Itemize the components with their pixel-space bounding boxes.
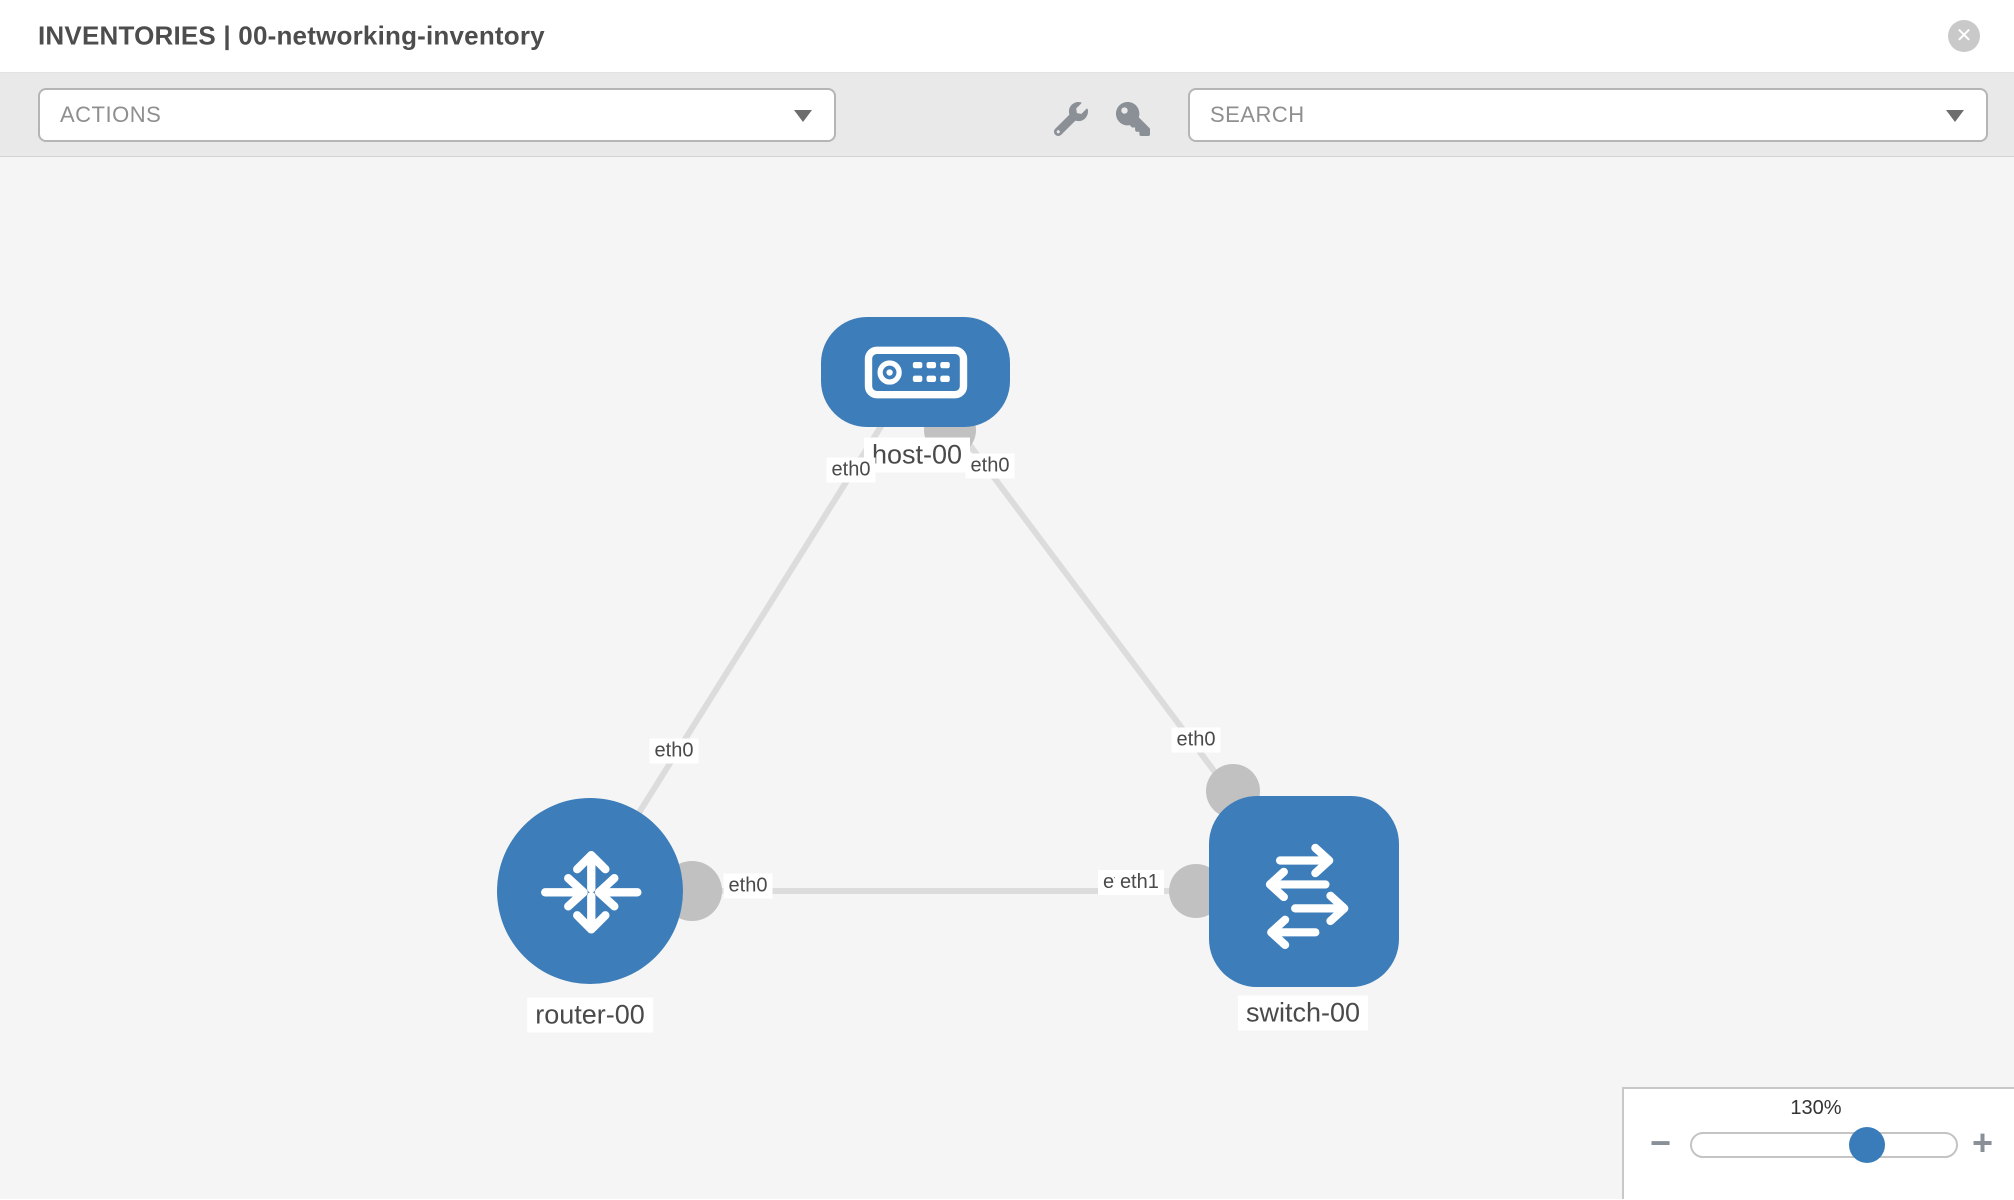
zoom-out-button[interactable]: − [1650, 1122, 1672, 1163]
toolbar: ACTIONS SEARCH [0, 72, 2014, 157]
interface-label: eth0 [826, 457, 876, 483]
links-layer [587, 370, 1307, 921]
actions-dropdown-label: ACTIONS [60, 102, 162, 127]
header-bar: INVENTORIES | 00-networking-inventory ✕ [0, 0, 2014, 72]
zoom-in-button[interactable]: + [1972, 1122, 1994, 1163]
node-label-switch: switch-00 [1237, 995, 1369, 1031]
topology-canvas[interactable]: host-00 router-00 switch-00 eth0 eth0 et… [0, 157, 2014, 1199]
zoom-widget: 130% − + [1622, 1087, 2014, 1199]
wrench-icon[interactable] [1052, 100, 1090, 138]
interface-label-pair: eth0 eth1 [1098, 870, 1164, 895]
node-switch-00[interactable] [1209, 796, 1399, 987]
interface-label: eth0 [1171, 727, 1221, 753]
router-icon [541, 851, 642, 934]
close-button[interactable]: ✕ [1948, 20, 1980, 52]
node-host-00[interactable] [821, 317, 1010, 427]
key-icon[interactable] [1114, 100, 1152, 138]
interface-label: eth0 [649, 738, 699, 764]
search-dropdown-label: SEARCH [1210, 102, 1305, 127]
chevron-down-icon [794, 110, 812, 122]
chevron-down-icon [1946, 110, 1964, 122]
close-icon: ✕ [1955, 25, 1973, 47]
interface-label: eth1 [1114, 870, 1164, 895]
zoom-level-value: 130% [1790, 1097, 1842, 1119]
node-router-00[interactable] [497, 798, 683, 984]
zoom-slider-track[interactable] [1690, 1127, 1958, 1163]
interface-label: eth0 [723, 873, 773, 899]
node-label-host: host-00 [863, 437, 971, 473]
node-label-router: router-00 [527, 997, 653, 1033]
search-dropdown[interactable]: SEARCH [1188, 88, 1988, 142]
actions-dropdown[interactable]: ACTIONS [38, 88, 836, 142]
switch-icon [1265, 843, 1349, 949]
zoom-slider-handle[interactable] [1849, 1127, 1885, 1163]
server-icon [864, 346, 967, 398]
interface-label: eth0 [965, 453, 1015, 479]
page-title: INVENTORIES | 00-networking-inventory [38, 20, 545, 51]
